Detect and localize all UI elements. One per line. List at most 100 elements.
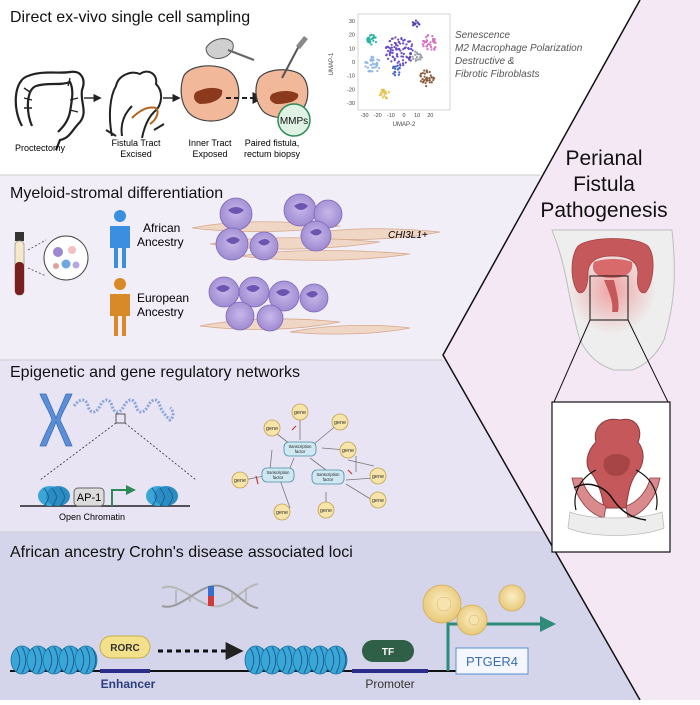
umap-point bbox=[392, 65, 395, 68]
umap-point bbox=[423, 69, 426, 72]
umap-point bbox=[424, 36, 428, 39]
gene-node-5: gene bbox=[234, 478, 246, 484]
grn-network: gene gene gene gene gene gene gene gene … bbox=[231, 403, 387, 521]
umap-point bbox=[411, 24, 415, 27]
umap-point bbox=[370, 33, 373, 37]
blood-tube-icon bbox=[14, 232, 25, 296]
umap-xtick-0: -30 bbox=[361, 113, 369, 119]
tf-node-2-line1: transcription bbox=[267, 470, 290, 475]
umap-point bbox=[408, 55, 412, 58]
umap-point bbox=[403, 46, 406, 50]
umap-point bbox=[416, 53, 419, 56]
umap-point bbox=[401, 62, 405, 65]
umap-point bbox=[409, 59, 412, 62]
ptger4-label: PTGER4 bbox=[466, 654, 518, 669]
ap1-label: AP-1 bbox=[77, 492, 101, 504]
umap-point bbox=[380, 88, 383, 91]
european-label-2: Ancestry bbox=[137, 305, 184, 319]
enhancer-label: Enhancer bbox=[101, 677, 156, 691]
umap-point bbox=[429, 45, 433, 48]
umap-point bbox=[389, 50, 392, 53]
umap-point bbox=[415, 56, 419, 59]
umap-point bbox=[430, 81, 433, 84]
umap-point bbox=[433, 38, 436, 41]
side-panel-border bbox=[442, 0, 641, 701]
umap-point bbox=[421, 43, 424, 46]
step-label-rectum: rectum biopsy bbox=[244, 149, 301, 159]
umap-point bbox=[415, 25, 419, 28]
umap-point bbox=[413, 23, 417, 26]
umap-point bbox=[376, 69, 379, 73]
umap-point bbox=[369, 70, 372, 73]
umap-point bbox=[429, 41, 432, 44]
umap-point bbox=[422, 45, 425, 48]
zoom-box bbox=[115, 413, 126, 424]
fistula-anatomy-icon bbox=[567, 418, 665, 536]
umap-point bbox=[418, 53, 421, 56]
ptger4-box bbox=[455, 647, 529, 675]
annotation-senescence: Senescence bbox=[455, 30, 510, 41]
umap-point bbox=[367, 41, 370, 44]
umap-point bbox=[376, 58, 379, 61]
umap-point bbox=[404, 61, 407, 64]
umap-point bbox=[398, 67, 401, 70]
umap-plot-area bbox=[357, 13, 451, 111]
umap-point bbox=[432, 78, 435, 82]
umap-point bbox=[414, 59, 418, 63]
umap-point bbox=[405, 55, 408, 58]
umap-point bbox=[428, 79, 431, 82]
ap1-box bbox=[73, 487, 105, 507]
umap-point bbox=[387, 91, 390, 94]
fistula-excised-icon bbox=[105, 70, 165, 139]
umap-point bbox=[422, 39, 425, 43]
umap-point bbox=[390, 46, 393, 49]
african-label-2: Ancestry bbox=[137, 235, 184, 249]
umap-point bbox=[418, 56, 421, 59]
step-label-fistula: Fistula Tract bbox=[111, 138, 161, 148]
mmps-bubble bbox=[277, 103, 311, 137]
umap-point bbox=[400, 38, 403, 41]
side-title-line2: Fistula bbox=[573, 173, 635, 196]
step-label-inner-tract: Inner Tract bbox=[188, 138, 232, 148]
gene-node-3: gene bbox=[334, 420, 346, 426]
umap-point bbox=[371, 59, 375, 62]
umap-xtick-1: -20 bbox=[374, 113, 382, 119]
umap-point bbox=[423, 79, 426, 82]
umap-point bbox=[388, 51, 391, 54]
umap-point bbox=[396, 64, 399, 67]
zoom-region bbox=[589, 275, 629, 321]
umap-point bbox=[396, 68, 399, 71]
yellow-cells bbox=[422, 584, 526, 636]
umap-point bbox=[386, 45, 389, 48]
umap-point bbox=[412, 57, 415, 61]
umap-point bbox=[372, 56, 375, 59]
umap-point bbox=[375, 61, 378, 64]
umap-point bbox=[405, 43, 408, 46]
umap-point bbox=[414, 58, 417, 61]
umap-point bbox=[364, 61, 367, 64]
umap-point bbox=[366, 61, 369, 65]
umap-point bbox=[385, 54, 388, 57]
umap-point bbox=[399, 49, 402, 52]
umap-point bbox=[386, 57, 390, 60]
umap-ytick-3: 0 bbox=[352, 60, 355, 66]
umap-point bbox=[399, 64, 402, 67]
european-person-icon bbox=[110, 278, 130, 336]
umap-ytick-4: -10 bbox=[347, 74, 355, 80]
umap-point bbox=[370, 55, 373, 58]
gene-node-7: gene bbox=[372, 498, 384, 504]
nucleosome bbox=[10, 645, 34, 675]
umap-point bbox=[386, 49, 390, 52]
marker-label: CHI3L1+ bbox=[388, 230, 428, 241]
umap-point bbox=[419, 80, 423, 83]
umap-point bbox=[407, 47, 410, 50]
european-label-1: European bbox=[137, 291, 189, 305]
chromosome-icon bbox=[39, 393, 73, 447]
umap-xtick-3: 0 bbox=[402, 113, 405, 119]
umap-point bbox=[391, 51, 394, 54]
umap-point bbox=[393, 45, 396, 49]
umap-xlabel: UMAP-2 bbox=[393, 122, 416, 128]
umap-point bbox=[397, 38, 400, 41]
